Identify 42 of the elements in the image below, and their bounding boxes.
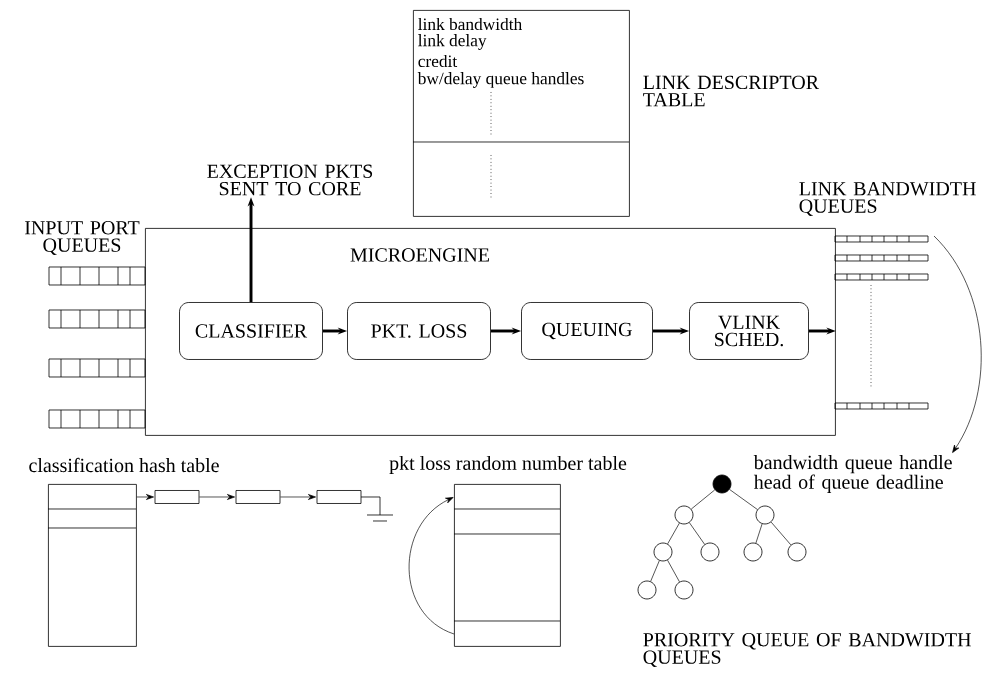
note-text: bandwidth queue handle head of queue deadline	[753, 455, 952, 493]
process-box: PKT. LOSS	[347, 302, 491, 360]
tree-edge	[729, 489, 758, 510]
process-box: VLINK SCHED.	[689, 302, 809, 360]
tree-edge	[690, 489, 716, 510]
table-entry: bw/delay queue handles	[417, 72, 584, 88]
tree-node	[653, 542, 673, 562]
arrow	[280, 494, 316, 500]
box-title: MICROENGINE	[350, 248, 489, 262]
tree-node	[637, 580, 657, 600]
list-element	[316, 490, 362, 504]
table-heading: classification hash table	[29, 457, 219, 473]
curved-arrow	[408, 497, 455, 635]
root-node	[712, 474, 732, 494]
tree-node	[755, 505, 775, 525]
process-box: CLASSIFIER	[179, 302, 323, 360]
label-text: LINK BANDWIDTH QUEUES	[799, 182, 976, 216]
label-text: INPUT PORT QUEUES	[25, 221, 140, 255]
list-element	[154, 490, 200, 504]
table-entry: credit	[418, 54, 458, 68]
tree-edge	[770, 521, 792, 546]
tree-edge	[689, 522, 705, 545]
tree-edge	[650, 560, 660, 582]
arrow	[199, 494, 235, 500]
note-text: EXCEPTION PKTS SENT TO CORE	[207, 164, 373, 196]
label-text: PRIORITY QUEUE OF BANDWIDTH QUEUES	[643, 633, 971, 667]
list-element	[235, 490, 281, 504]
curved-arrow	[933, 235, 982, 453]
tree-node	[743, 542, 763, 562]
tree-edge	[667, 522, 680, 545]
tree-node	[700, 542, 720, 562]
table-heading: LINK DESCRIPTOR TABLE	[643, 75, 819, 107]
tree-edge	[667, 559, 680, 583]
tree-node	[787, 542, 807, 562]
tree-node	[674, 505, 694, 525]
arrow	[136, 494, 154, 500]
tree-node	[674, 580, 694, 600]
table-heading: pkt loss random number table	[389, 455, 627, 475]
process-box: QUEUING	[521, 302, 653, 360]
tree-edge	[755, 523, 763, 544]
table-entry: link delay	[418, 34, 487, 50]
table-entry: link bandwidth	[418, 17, 522, 31]
